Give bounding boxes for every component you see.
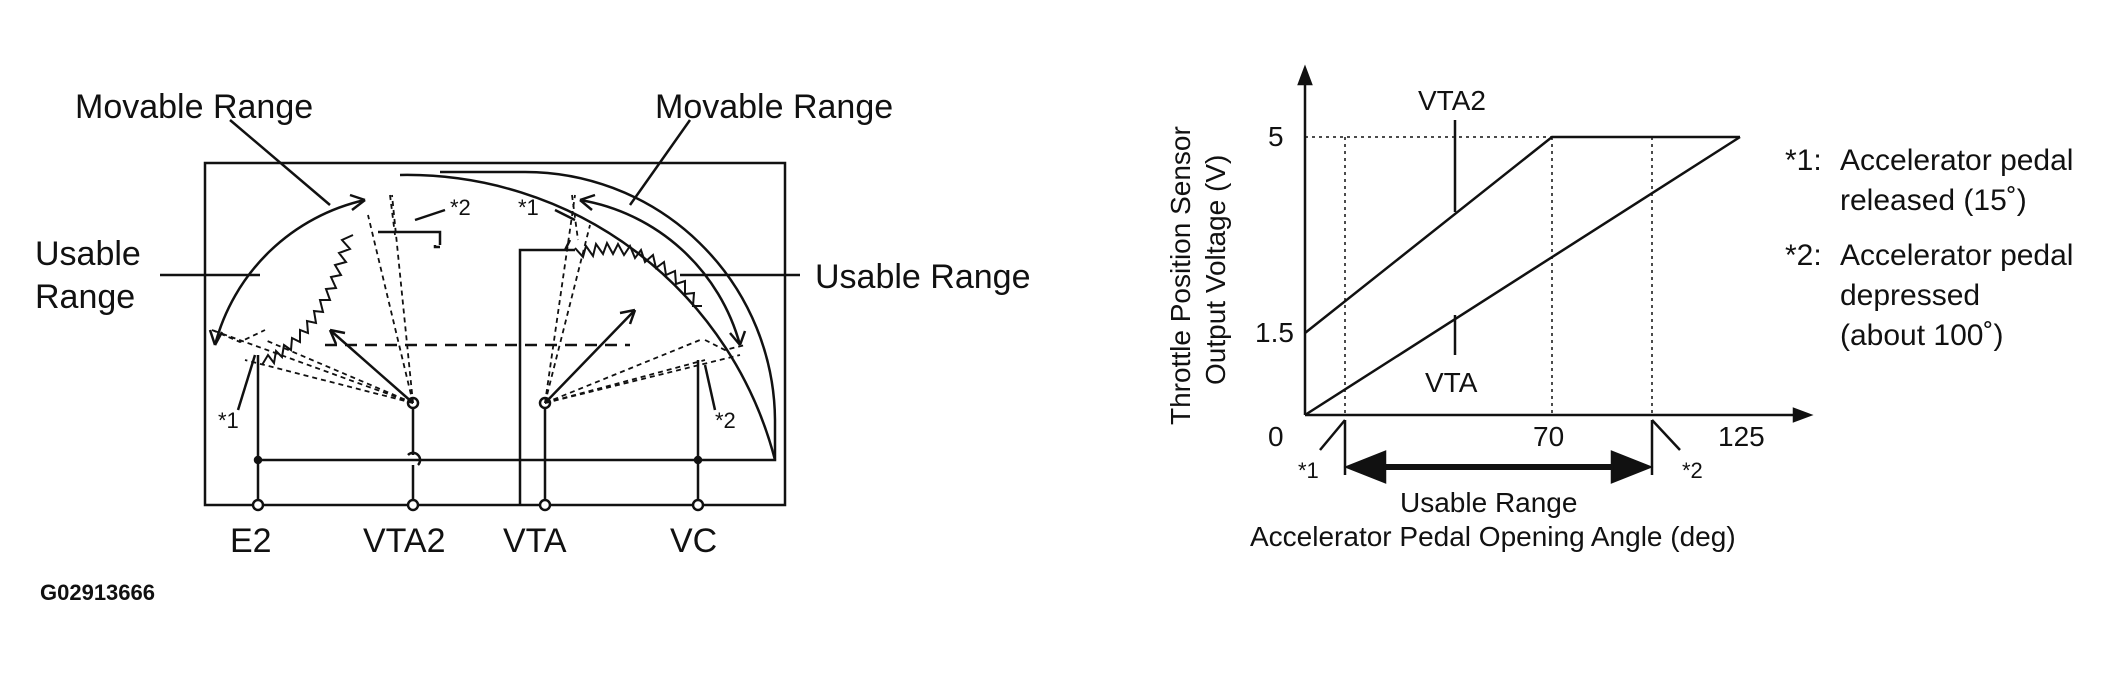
leader-movable-right <box>628 119 692 206</box>
terminal-vta2 <box>406 498 420 512</box>
ylabel-line-2: Output Voltage (V) <box>1200 155 1231 385</box>
ytick-0: 0 <box>1268 421 1284 452</box>
leader-marker-1-right <box>554 208 576 222</box>
leader-marker-2-left <box>414 208 446 222</box>
label-usable-range-left-2: Range <box>35 278 135 316</box>
xtick-70: 70 <box>1533 421 1564 452</box>
graph-marker-2: *2 <box>1682 458 1703 483</box>
circuit-diagram <box>160 119 800 512</box>
ytick-5: 5 <box>1268 121 1284 152</box>
marker-2-left: *2 <box>450 195 471 220</box>
usable-range-label: Usable Range <box>1400 487 1577 518</box>
vta-resistor <box>574 240 702 307</box>
note-1-line-1: Accelerator pedal <box>1840 144 2073 177</box>
note-2-mark: *2: <box>1785 239 1822 272</box>
figure-code: G02913666 <box>40 580 155 605</box>
leader-movable-left <box>229 119 331 206</box>
note-2-line-1: Accelerator pedal <box>1840 239 2073 272</box>
terminal-label-vta2: VTA2 <box>363 522 446 560</box>
terminal-label-e2: E2 <box>230 522 272 560</box>
ylabel-line-1: Throttle Position Sensor <box>1165 126 1196 425</box>
graph-marker-1: *1 <box>1298 458 1319 483</box>
output-voltage-graph <box>1297 64 1814 484</box>
leader-marker-1-left <box>236 354 257 411</box>
vta2-resistor <box>261 234 354 366</box>
curve-vta2-line <box>1304 135 1740 334</box>
terminal-vta <box>538 498 552 512</box>
note-2-line-2: depressed <box>1840 279 1980 312</box>
label-usable-range-left-1: Usable <box>35 235 141 273</box>
terminal-vc <box>691 498 705 512</box>
movable-range-arc <box>399 173 777 461</box>
marker-2-right: *2 <box>715 408 736 433</box>
curve-label-vta2: VTA2 <box>1418 85 1486 116</box>
marker-1-left: *1 <box>218 408 239 433</box>
xlabel: Accelerator Pedal Opening Angle (deg) <box>1250 521 1736 552</box>
leader-marker-2-right <box>703 364 717 411</box>
footnotes: *1: Accelerator pedal released (15˚) *2:… <box>1785 144 2073 352</box>
vta2-movable-arc <box>213 198 366 346</box>
note-1-line-2: released (15˚) <box>1840 184 2027 217</box>
label-movable-range-left: Movable Range <box>75 88 313 126</box>
marker-1-right: *1 <box>518 195 539 220</box>
note-2-line-3: (about 100˚) <box>1840 319 2003 352</box>
sensor-housing <box>203 161 787 507</box>
terminal-e2 <box>251 498 265 512</box>
terminal-label-vc: VC <box>670 522 717 560</box>
label-movable-range-right: Movable Range <box>655 88 893 126</box>
note-1-mark: *1: <box>1785 144 1822 177</box>
vta-movable-arc <box>579 198 742 346</box>
curve-vta-line <box>1304 135 1741 417</box>
label-usable-range-right: Usable Range <box>815 258 1030 296</box>
usable-range-line <box>1343 420 1654 475</box>
curve-label-vta: VTA <box>1425 367 1478 398</box>
xtick-125: 125 <box>1718 421 1765 452</box>
terminal-label-vta: VTA <box>503 522 567 560</box>
ytick-1-5: 1.5 <box>1255 317 1294 348</box>
